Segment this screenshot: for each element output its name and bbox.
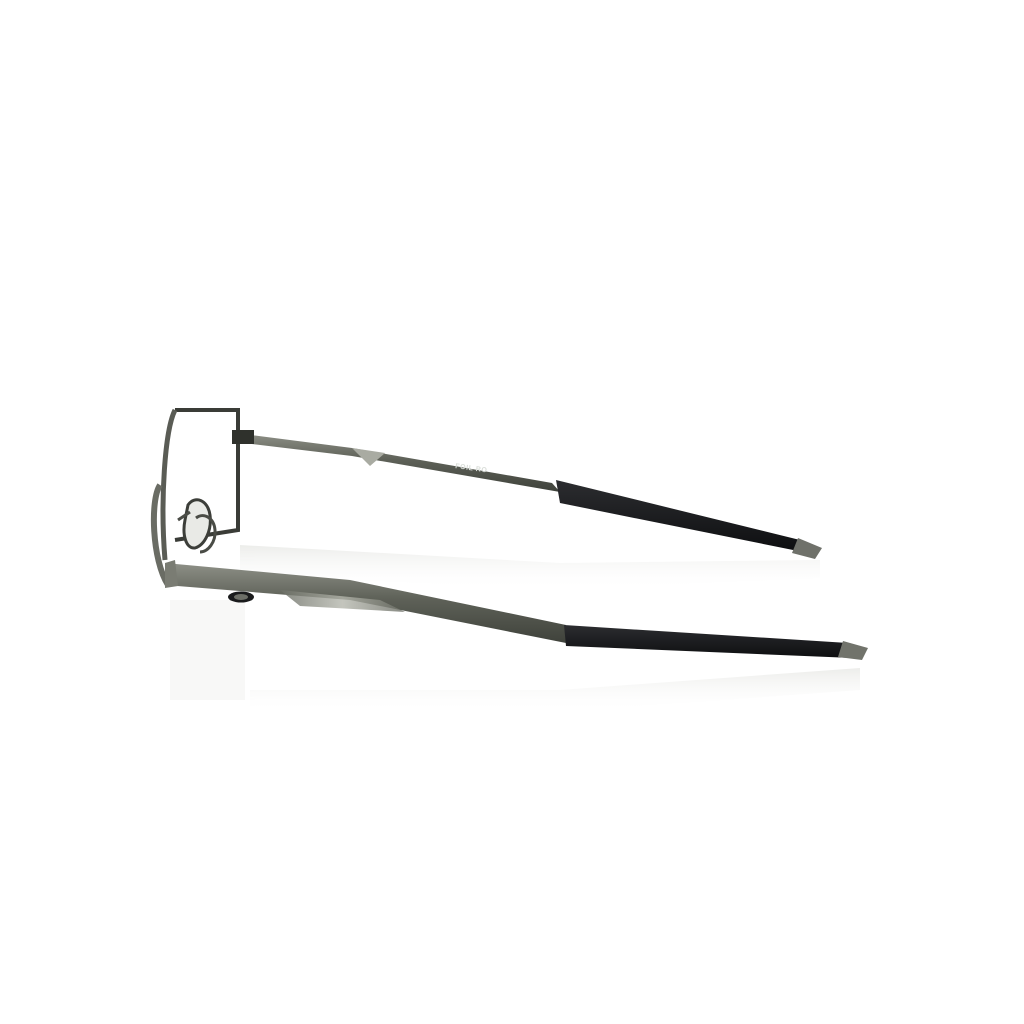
temple-model-text: FOIL RO xyxy=(455,463,488,474)
near-temple xyxy=(165,560,868,660)
oakley-logo-icon xyxy=(228,591,254,603)
front-rim xyxy=(150,408,254,587)
far-temple: FOIL RO xyxy=(235,433,822,559)
nose-pad xyxy=(177,498,217,554)
floor-reflection xyxy=(170,545,860,712)
